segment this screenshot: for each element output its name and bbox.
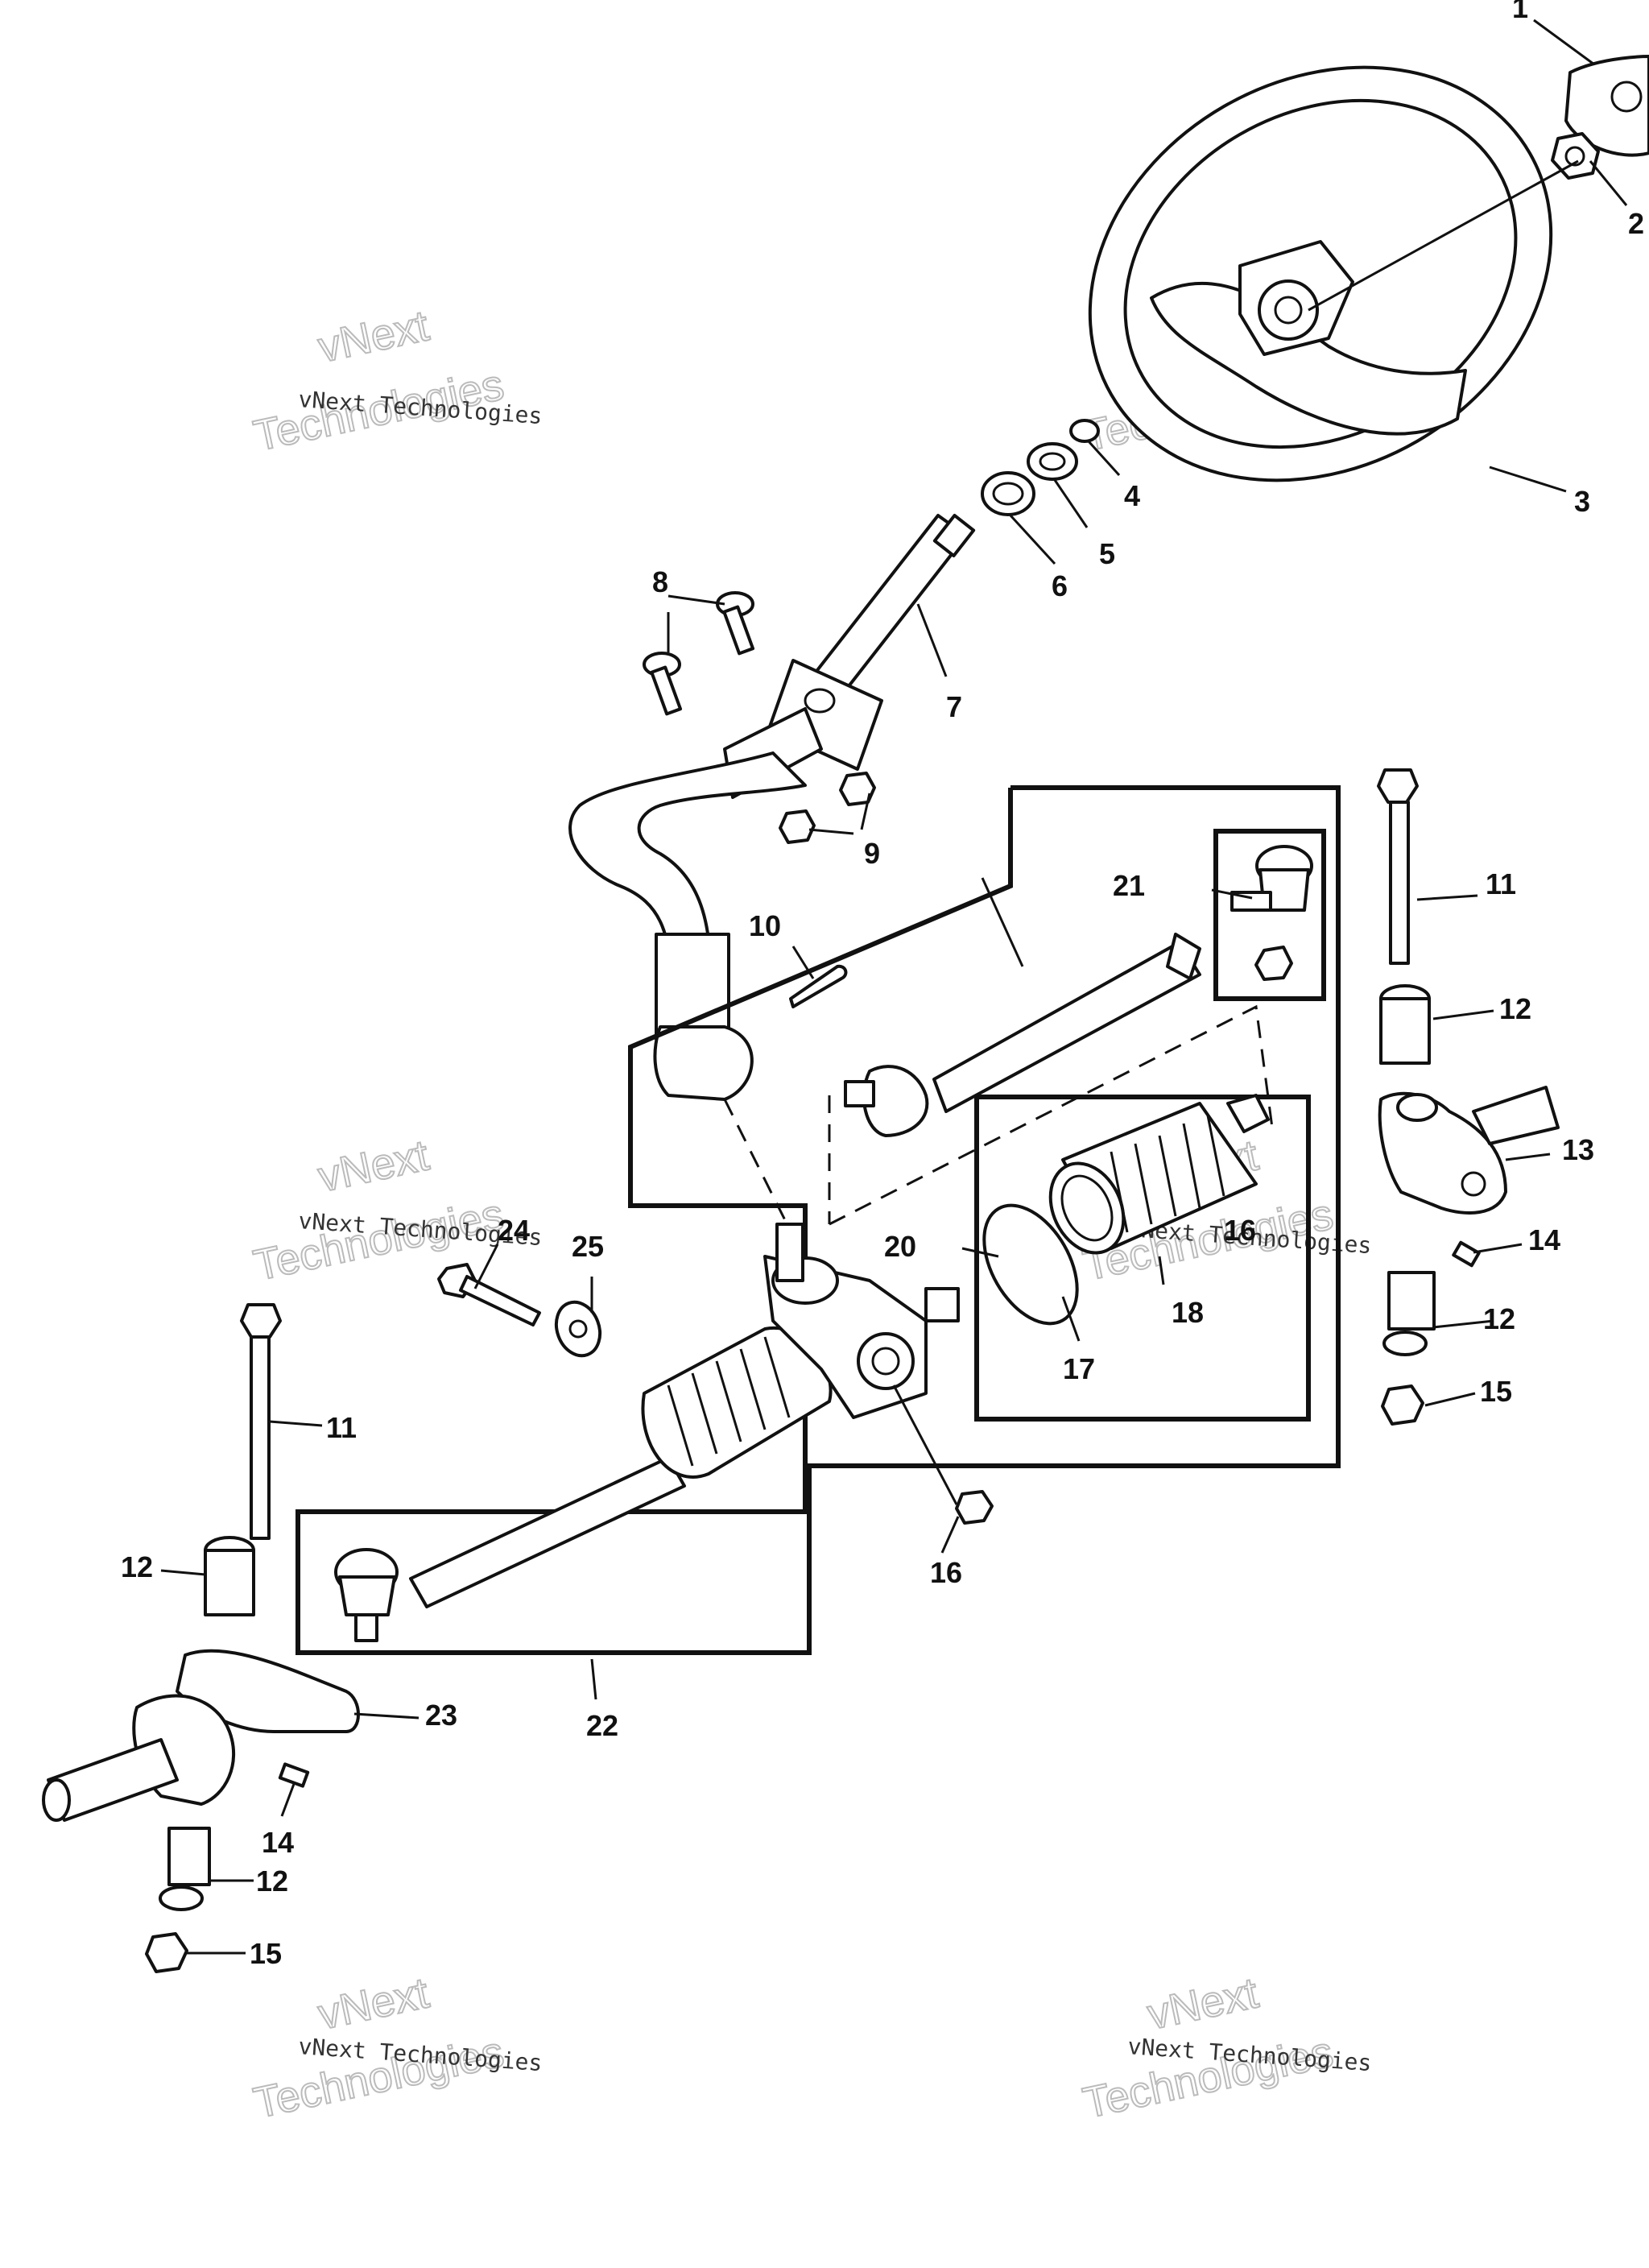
nut-left-15 [145,1932,188,1973]
washer-5 [1027,442,1078,481]
clip-19 [1226,1094,1270,1133]
callout-11-right: 11 [1486,867,1516,900]
callout-20: 20 [884,1230,916,1263]
watermark-large-top: vNext [314,301,433,371]
callout-16-lower: 16 [930,1556,962,1589]
callout-16-upper: 16 [1224,1214,1256,1247]
callout-6: 6 [1052,569,1068,602]
grease-fitting-right [1452,1240,1481,1268]
callout-9: 9 [864,837,880,870]
watermark-large-top: vNext [1143,1968,1263,2038]
lower-tie-rod-end [334,1548,399,1642]
bushing-left-upper [204,1536,255,1616]
callout-labels: 1 2 3 4 5 6 7 8 9 10 11 12 13 14 12 15 2… [121,0,1644,1970]
callout-24: 24 [498,1214,530,1247]
callout-12-right-upper: 12 [1499,992,1531,1025]
callout-10: 10 [749,909,781,942]
watermark-3: vNext Technologies vNext Technologies [249,1130,543,1290]
bushing-6 [981,471,1035,516]
clamp-ring-17 [982,1203,1079,1326]
bolt-24 [437,1263,541,1326]
cotter-pin-10 [789,964,848,1008]
spindle-13 [1378,1086,1560,1215]
callout-13: 13 [1562,1133,1594,1166]
tie-rod-kit-box [1213,829,1326,1001]
callout-1: 1 [1512,0,1528,24]
grease-fitting-left [278,1762,310,1788]
bolt-8b [643,652,683,716]
tie-rod-end-21 [1230,845,1313,981]
callout-17: 17 [1063,1352,1095,1385]
callout-11-left: 11 [326,1411,357,1444]
bushing-right-upper [1379,984,1431,1065]
watermark-6: vNext Technologies vNext Technologies [1078,1968,1372,2128]
steering-nut [1551,132,1600,180]
boot-kit-box [974,1095,1311,1422]
callout-14-left: 14 [262,1826,294,1859]
callout-12-left-lower: 12 [256,1864,288,1898]
assembly-box-22 [295,785,1341,1655]
callout-21: 21 [1113,869,1145,902]
callout-14-right: 14 [1528,1223,1560,1256]
spindle-23 [42,1649,360,1822]
watermark-1: vNext Technologies vNext Technologies [249,300,543,461]
callout-25: 25 [572,1230,604,1263]
kingpin-bolt-left [240,1303,282,1540]
clip-ring-4 [1069,419,1100,443]
callout-12-right-lower: 12 [1483,1302,1515,1335]
callout-7: 7 [946,690,962,723]
boot-18 [1048,1102,1258,1255]
steering-rack [409,1223,960,1608]
kingpin-bolt-right [1377,768,1419,965]
watermark-5: vNext Technologies vNext Technologies [249,1968,543,2128]
steering-wheel [1088,65,1553,482]
callout-22: 22 [586,1709,618,1742]
nut-right-15 [1381,1384,1424,1426]
nut-9b [779,809,816,844]
watermark-group: vNext Technologies vNext Technologies vN… [249,300,1372,2128]
watermark-large-top: vNext [314,1968,433,2038]
watermark-large-top: vNext [314,1131,433,1201]
inner-tie-rod [844,933,1201,1137]
washer-25 [554,1300,602,1358]
callout-4: 4 [1124,479,1140,512]
bolt-8a [716,591,755,656]
callout-12-left-upper: 12 [121,1550,153,1583]
callout-2: 2 [1628,207,1644,240]
callout-23: 23 [425,1699,457,1732]
bushing-right-lower [1382,1271,1436,1356]
nut-16 [955,1490,994,1525]
leader-lines [160,19,1628,1955]
callout-8: 8 [652,565,668,598]
callout-15-right: 15 [1480,1375,1512,1408]
bushing-left-lower [159,1827,211,1911]
callout-3: 3 [1574,485,1590,518]
callout-15-left: 15 [250,1937,282,1970]
callout-5: 5 [1099,537,1115,570]
dashed-connector-right [829,1004,1274,1226]
callout-18: 18 [1172,1296,1204,1329]
dashed-connector-column [723,1099,787,1221]
